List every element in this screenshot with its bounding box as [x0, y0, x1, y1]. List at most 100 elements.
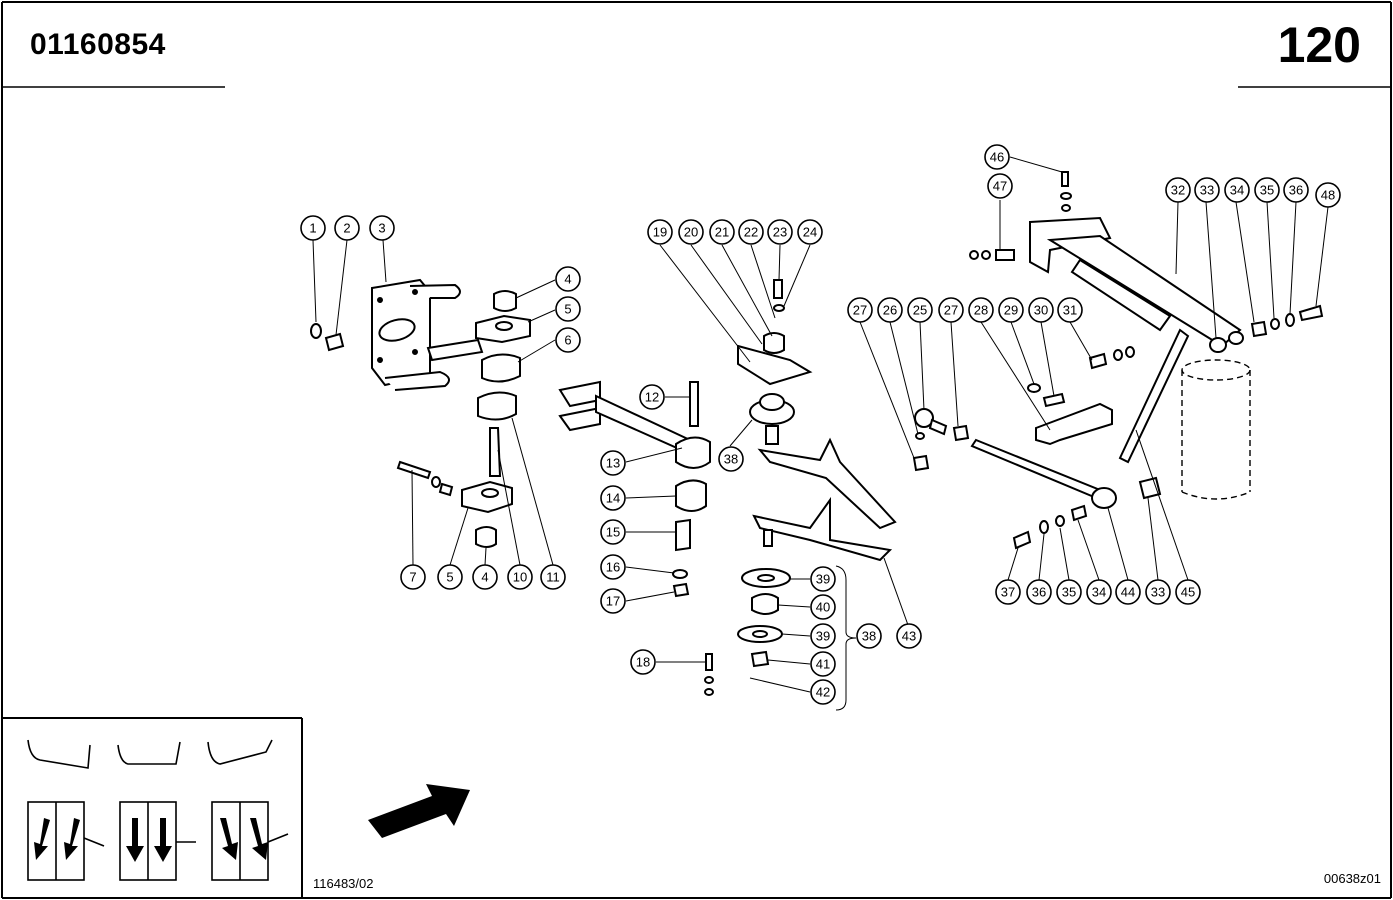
callout-26: 26 — [877, 297, 903, 323]
callout-circle — [507, 564, 533, 590]
callout-label: 35 — [1062, 585, 1076, 600]
callout-label: 20 — [684, 225, 698, 240]
panel-arrow-icon — [220, 818, 238, 860]
callout-4: 4 — [555, 266, 581, 292]
callout-label: 34 — [1230, 183, 1244, 198]
callout-circle — [1057, 297, 1083, 323]
callout-27: 27 — [938, 297, 964, 323]
callout-2: 2 — [334, 215, 360, 241]
callout-34: 34 — [1086, 579, 1112, 605]
bolt-7 — [396, 460, 432, 480]
callout-31: 31 — [1057, 297, 1083, 323]
bushing-4-top — [493, 290, 517, 312]
panel-arrow-icon — [64, 818, 80, 860]
callout-12: 12 — [639, 384, 665, 410]
callout-label: 46 — [990, 150, 1004, 165]
washer-1 — [310, 323, 322, 339]
callout-label: 45 — [1181, 585, 1195, 600]
cylinder-outline — [1181, 359, 1251, 500]
callout-label: 38 — [862, 629, 876, 644]
callout-44: 44 — [1115, 579, 1141, 605]
rubber-40 — [751, 593, 779, 615]
plate-top-flange — [409, 283, 461, 299]
callout-label: 19 — [653, 225, 667, 240]
callout-circle — [1056, 579, 1082, 605]
callout-circle — [1175, 579, 1201, 605]
callout-label: 34 — [1092, 585, 1106, 600]
callout-label: 43 — [902, 629, 916, 644]
callout-label: 47 — [993, 179, 1007, 194]
callout-37: 37 — [995, 579, 1021, 605]
callout-circle — [600, 588, 626, 614]
washer-33-top — [1209, 337, 1227, 353]
bracket-assembly — [310, 278, 531, 548]
callout-46: 46 — [984, 144, 1010, 170]
drawing-ref-right: 00638z01 — [1323, 871, 1381, 886]
callout-label: 6 — [564, 333, 571, 348]
callout-circle — [797, 219, 823, 245]
callout-33: 33 — [1194, 177, 1220, 203]
callout-circle — [984, 144, 1010, 170]
callout-14: 14 — [600, 485, 626, 511]
callout-33: 33 — [1145, 579, 1171, 605]
callout-circle — [938, 297, 964, 323]
callout-30: 30 — [1028, 297, 1054, 323]
callout-label: 14 — [606, 491, 620, 506]
callout-19: 19 — [647, 219, 673, 245]
callout-label: 29 — [1004, 303, 1018, 318]
callout-label: 23 — [773, 225, 787, 240]
bolt-23 — [773, 279, 783, 299]
panel-arrow-icon — [126, 818, 144, 862]
callout-circle — [987, 173, 1013, 199]
callout-39: 39 — [810, 566, 836, 592]
callout-circle — [1224, 177, 1250, 203]
callout-label: 1 — [309, 221, 316, 236]
panel-arrow-icon — [34, 818, 50, 860]
callout-label: 31 — [1063, 303, 1077, 318]
leader-lines — [312, 156, 1329, 711]
bolt-12 — [689, 381, 699, 427]
panel-arrow-icon — [250, 818, 268, 860]
bolt-2 — [324, 332, 345, 352]
callout-circle — [437, 564, 463, 590]
panel-arrow-icon — [154, 818, 172, 862]
callout-label: 7 — [409, 570, 416, 585]
plate-slot — [378, 318, 416, 342]
callout-label: 32 — [1171, 183, 1185, 198]
callout-circle — [600, 485, 626, 511]
callout-label: 39 — [816, 572, 830, 587]
callout-circle — [555, 296, 581, 322]
callout-circle — [738, 219, 764, 245]
callout-18: 18 — [630, 649, 656, 675]
nut-41 — [750, 650, 770, 668]
callout-circle — [810, 679, 836, 705]
callout-7: 7 — [400, 564, 426, 590]
callout-label: 48 — [1321, 188, 1335, 203]
callout-35: 35 — [1254, 177, 1280, 203]
drawing-ref-left: 116483/02 — [313, 876, 374, 891]
callout-24: 24 — [797, 219, 823, 245]
legend-top-row — [27, 739, 273, 769]
callout-6: 6 — [555, 327, 581, 353]
bushing-14 — [675, 479, 707, 512]
callout-28: 28 — [968, 297, 994, 323]
callout-label: 26 — [883, 303, 897, 318]
callout-circle — [810, 623, 836, 649]
callout-circle — [472, 564, 498, 590]
callout-38: 38 — [856, 623, 882, 649]
callout-circle — [630, 649, 656, 675]
callout-circle — [767, 219, 793, 245]
callout-circle — [1086, 579, 1112, 605]
callout-circle — [1165, 177, 1191, 203]
callout-36: 36 — [1026, 579, 1052, 605]
callout-label: 42 — [816, 685, 830, 700]
callout-circle — [369, 215, 395, 241]
callout-label: 36 — [1032, 585, 1046, 600]
callout-circle — [600, 519, 626, 545]
callout-label: 4 — [564, 272, 571, 287]
callout-circle — [555, 266, 581, 292]
callout-label: 2 — [343, 221, 350, 236]
bolt-18 — [705, 653, 713, 671]
